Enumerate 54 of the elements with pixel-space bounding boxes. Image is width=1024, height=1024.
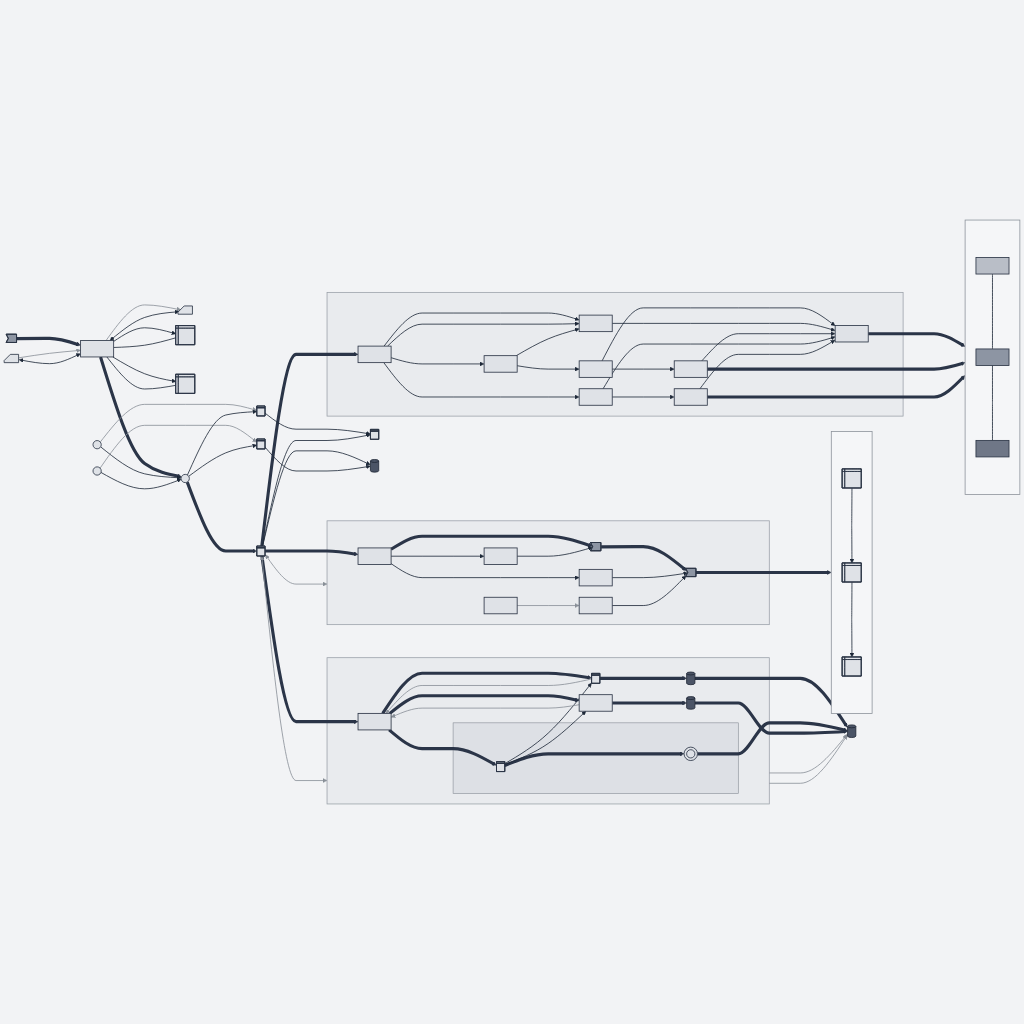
arrow (388, 728, 497, 766)
cluster (326, 292, 904, 417)
cluster (326, 657, 770, 805)
node-box (578, 360, 613, 378)
arrow (260, 352, 359, 547)
node-box (357, 345, 392, 364)
node-circle (180, 473, 190, 484)
node-box (975, 348, 1010, 366)
connector (992, 365, 993, 441)
node-box (357, 547, 392, 565)
arrow (612, 700, 687, 706)
node-box (673, 388, 708, 406)
connector (113, 337, 177, 348)
arrow (388, 694, 580, 715)
arrow (504, 751, 685, 767)
node-box (578, 388, 613, 406)
cluster (452, 722, 739, 794)
cluster (830, 431, 873, 714)
node-box (483, 547, 518, 565)
node-circle (92, 440, 102, 450)
arrow (185, 481, 257, 554)
arrow (694, 701, 848, 735)
arrow (697, 721, 848, 756)
node-card (3, 353, 19, 364)
arrow (599, 676, 687, 681)
arrow (390, 534, 593, 551)
arrow (694, 676, 848, 728)
node-cylinder (686, 671, 696, 686)
node-box (834, 325, 869, 343)
connector (992, 273, 993, 350)
node-box (975, 440, 1010, 458)
cluster (964, 219, 1021, 495)
node-box (578, 314, 613, 333)
node-cylinder (370, 459, 380, 473)
node-box (483, 355, 518, 373)
node-box (578, 568, 613, 587)
node-box (483, 596, 518, 615)
node-card (177, 305, 193, 315)
node-box (578, 694, 613, 712)
arrow (265, 549, 359, 557)
arrow (868, 332, 966, 347)
arrow (695, 570, 832, 575)
arrow (16, 336, 81, 347)
node-circle (92, 466, 102, 476)
node-cylinder (686, 696, 696, 710)
node-box (673, 360, 708, 378)
node-cylinder (847, 724, 857, 738)
node-box (80, 340, 115, 358)
node-box (975, 257, 1010, 275)
node-box (578, 596, 613, 615)
arrow (707, 361, 966, 371)
arrow (601, 545, 687, 571)
node-box (357, 712, 392, 731)
arrow (707, 375, 966, 399)
